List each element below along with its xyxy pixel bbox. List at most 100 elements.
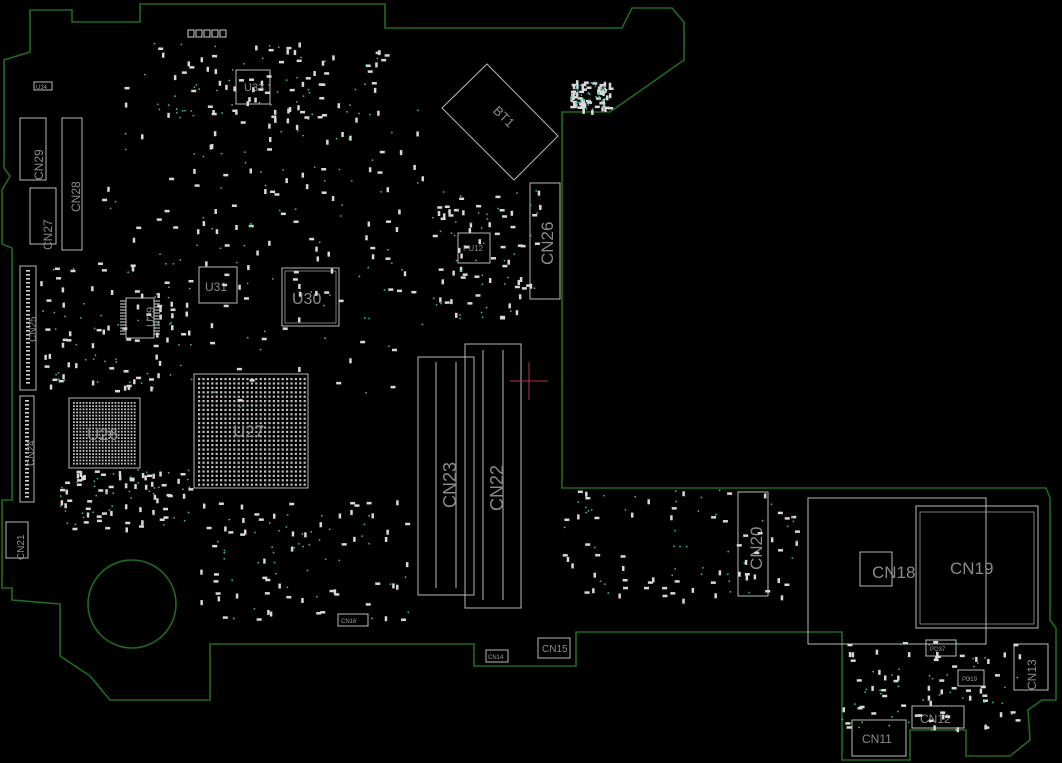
smd-pad bbox=[777, 511, 783, 515]
via bbox=[594, 85, 597, 87]
bga-ball bbox=[108, 405, 110, 407]
via bbox=[938, 694, 941, 696]
smd-pad bbox=[329, 589, 335, 593]
cn20-connector: CN20 bbox=[737, 491, 769, 597]
via bbox=[899, 643, 902, 646]
bga-ball bbox=[277, 422, 280, 425]
bga-ball bbox=[76, 459, 78, 462]
bga-ball bbox=[105, 424, 107, 427]
via bbox=[273, 561, 276, 564]
bga-ball bbox=[250, 430, 253, 433]
connector-pin bbox=[26, 298, 30, 300]
bga-ball bbox=[130, 440, 133, 443]
smd-pad bbox=[583, 103, 587, 109]
via bbox=[163, 523, 165, 526]
bga-ball bbox=[242, 466, 245, 469]
bga-ball bbox=[114, 411, 117, 414]
smd-pad bbox=[66, 339, 72, 342]
bga-ball bbox=[224, 483, 227, 486]
via bbox=[898, 668, 901, 671]
via bbox=[272, 551, 275, 554]
bga-ball bbox=[272, 382, 275, 385]
smd-pad bbox=[999, 712, 1003, 718]
smd-pad bbox=[917, 714, 923, 717]
via bbox=[167, 471, 170, 474]
smd-pad bbox=[883, 675, 887, 681]
bga-ball bbox=[255, 408, 258, 411]
smd-pad bbox=[212, 54, 218, 58]
smd-pad bbox=[293, 220, 299, 224]
smd-pad bbox=[893, 679, 899, 683]
via bbox=[302, 545, 304, 548]
bga-ball bbox=[111, 424, 114, 427]
bga-ball bbox=[255, 483, 258, 486]
smd-pad bbox=[984, 726, 990, 729]
via bbox=[260, 171, 262, 173]
bga-ball bbox=[220, 479, 223, 482]
smd-pad bbox=[577, 106, 583, 110]
via bbox=[486, 218, 489, 220]
bga-ball bbox=[127, 402, 130, 404]
connector-pin bbox=[25, 480, 29, 482]
bga-ball bbox=[299, 413, 302, 416]
bga-ball bbox=[268, 483, 271, 486]
smd-pad bbox=[571, 83, 577, 87]
bga-ball bbox=[242, 444, 245, 447]
via bbox=[595, 95, 597, 98]
via bbox=[182, 488, 184, 491]
smd-pad bbox=[316, 612, 322, 615]
via bbox=[597, 93, 600, 96]
bga-ball bbox=[259, 386, 262, 389]
via bbox=[536, 212, 539, 215]
smd-pad bbox=[603, 81, 607, 87]
via bbox=[105, 491, 108, 494]
via bbox=[576, 105, 579, 107]
bga-ball bbox=[73, 411, 75, 414]
bga-ball bbox=[211, 395, 214, 398]
bga-ball bbox=[281, 448, 284, 451]
via bbox=[74, 523, 77, 526]
bga-ball bbox=[92, 434, 94, 436]
bga-ball bbox=[111, 443, 114, 446]
bga-ball bbox=[82, 427, 85, 430]
bga-ball bbox=[246, 426, 249, 429]
cn13-connector: CN13 bbox=[1013, 643, 1049, 691]
smd-pad bbox=[60, 500, 64, 506]
bga-ball bbox=[198, 422, 201, 425]
bga-ball bbox=[259, 479, 262, 482]
smd-pad bbox=[235, 224, 238, 230]
via bbox=[578, 101, 580, 104]
smd-pad bbox=[202, 221, 206, 227]
via bbox=[328, 294, 331, 296]
via bbox=[63, 379, 66, 382]
cn23-label: CN23 bbox=[440, 462, 460, 508]
bga-ball bbox=[130, 450, 133, 452]
bga-ball bbox=[294, 457, 297, 460]
smd-pad bbox=[608, 87, 614, 90]
smd-pad bbox=[468, 228, 472, 234]
bga-ball bbox=[303, 417, 306, 420]
bga-ball bbox=[277, 408, 280, 411]
smd-pad bbox=[968, 695, 972, 701]
bga-ball bbox=[114, 440, 117, 443]
via bbox=[243, 62, 245, 65]
smd-pad bbox=[395, 584, 399, 590]
bga-ball bbox=[206, 386, 209, 389]
bga-ball bbox=[95, 421, 98, 423]
via bbox=[891, 715, 893, 718]
smd-pad bbox=[188, 488, 194, 491]
via bbox=[480, 311, 483, 314]
smd-pad bbox=[326, 139, 329, 145]
via bbox=[186, 478, 189, 481]
via bbox=[634, 495, 637, 498]
via bbox=[231, 579, 234, 582]
bga-ball bbox=[286, 457, 289, 460]
bga-ball bbox=[76, 446, 78, 449]
smd-pad bbox=[583, 81, 589, 84]
via bbox=[220, 152, 223, 155]
bga-ball bbox=[105, 453, 107, 455]
smd-pad bbox=[163, 507, 169, 511]
bga-ball bbox=[242, 404, 245, 407]
bga-ball bbox=[215, 391, 218, 394]
